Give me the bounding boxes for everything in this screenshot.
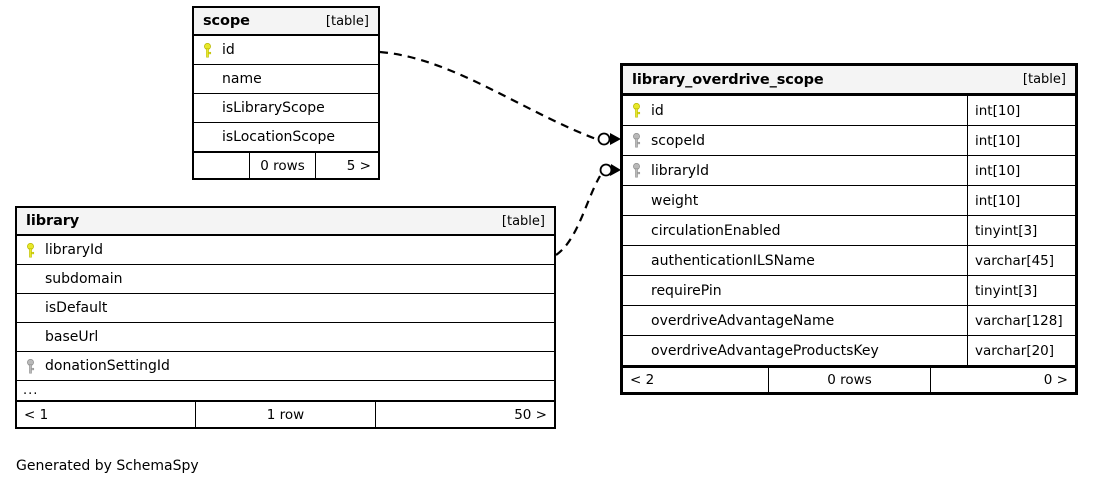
- table-row[interactable]: scopeId int[10]: [623, 126, 1075, 156]
- column-name: isDefault: [45, 300, 108, 316]
- table-library-overdrive-scope-tag: [table]: [1022, 72, 1066, 87]
- column-type: varchar[20]: [967, 336, 1075, 365]
- table-row[interactable]: weight int[10]: [623, 186, 1075, 216]
- column-name: scopeId: [651, 132, 706, 149]
- column-name: libraryId: [45, 242, 104, 258]
- table-scope-title: scope: [203, 13, 250, 29]
- table-scope-footer: 0 rows 5 >: [194, 152, 378, 178]
- table-row[interactable]: donationSettingId: [17, 352, 554, 381]
- prev-page-button[interactable]: [194, 153, 250, 178]
- table-library-overdrive-scope[interactable]: library_overdrive_scope [table] id int[1…: [620, 63, 1078, 395]
- grey-key-icon: [25, 358, 45, 374]
- table-row[interactable]: authenticationILSName varchar[45]: [623, 246, 1075, 276]
- column-type: int[10]: [967, 126, 1075, 155]
- yellow-key-icon: [25, 242, 45, 258]
- column-name: id: [651, 102, 664, 119]
- table-row[interactable]: id int[10]: [623, 96, 1075, 126]
- table-row[interactable]: baseUrl: [17, 323, 554, 352]
- next-page-button[interactable]: 0 >: [1043, 372, 1068, 388]
- table-row[interactable]: name: [194, 65, 378, 94]
- table-row[interactable]: isDefault: [17, 294, 554, 323]
- relationship-library-to-libraryid: [555, 175, 601, 256]
- table-library[interactable]: library [table] libraryId subdomain isDe…: [15, 206, 556, 429]
- column-name: weight: [651, 192, 699, 209]
- column-name: libraryId: [651, 162, 710, 179]
- table-row[interactable]: libraryId: [17, 236, 554, 265]
- table-library-overdrive-scope-header: library_overdrive_scope [table]: [623, 66, 1075, 96]
- column-type: int[10]: [967, 186, 1075, 215]
- relationship-library-to-libraryid-optional-marker: [599, 163, 613, 177]
- column-name: authenticationILSName: [651, 252, 815, 269]
- table-row[interactable]: circulationEnabled tinyint[3]: [623, 216, 1075, 246]
- column-type: varchar[45]: [967, 246, 1075, 275]
- table-row[interactable]: isLocationScope: [194, 123, 378, 152]
- table-row[interactable]: overdriveAdvantageName varchar[128]: [623, 306, 1075, 336]
- column-name: requirePin: [651, 282, 722, 299]
- column-type: tinyint[3]: [967, 216, 1075, 245]
- column-type: int[10]: [967, 96, 1075, 125]
- table-scope-tag: [table]: [325, 13, 369, 29]
- table-scope-header: scope [table]: [194, 8, 378, 36]
- row-count: 1 row: [196, 402, 376, 427]
- next-page-button[interactable]: 50 >: [514, 406, 547, 423]
- yellow-key-icon: [631, 103, 651, 118]
- table-library-tag: [table]: [501, 213, 545, 229]
- column-name: id: [222, 42, 235, 58]
- row-count: 0 rows: [769, 368, 931, 392]
- more-columns-indicator: ...: [17, 381, 554, 401]
- prev-page-button[interactable]: < 1: [17, 402, 197, 427]
- generated-by-caption: Generated by SchemaSpy: [16, 458, 199, 474]
- table-library-title: library: [26, 213, 80, 229]
- column-name: overdriveAdvantageName: [651, 312, 835, 329]
- table-row[interactable]: id: [194, 36, 378, 65]
- column-type: tinyint[3]: [967, 276, 1075, 305]
- relationship-scope-to-scopeid: [379, 50, 597, 141]
- column-name: subdomain: [45, 271, 123, 287]
- column-name: baseUrl: [45, 329, 99, 345]
- row-count: 0 rows: [250, 153, 316, 178]
- table-row[interactable]: subdomain: [17, 265, 554, 294]
- yellow-key-icon: [202, 42, 222, 58]
- grey-key-icon: [631, 163, 651, 178]
- column-name: isLibraryScope: [222, 100, 325, 116]
- column-name: overdriveAdvantageProductsKey: [651, 342, 879, 359]
- table-row[interactable]: requirePin tinyint[3]: [623, 276, 1075, 306]
- table-library-overdrive-scope-title: library_overdrive_scope: [632, 71, 824, 88]
- table-library-footer: < 1 1 row 50 >: [17, 401, 554, 427]
- table-library-overdrive-scope-footer: < 2 0 rows 0 >: [623, 366, 1075, 392]
- column-name: donationSettingId: [45, 358, 170, 374]
- table-row[interactable]: overdriveAdvantageProductsKey varchar[20…: [623, 336, 1075, 366]
- column-type: int[10]: [967, 156, 1075, 185]
- next-page-button[interactable]: 5 >: [346, 157, 371, 174]
- table-library-header: library [table]: [17, 208, 554, 236]
- relationship-scope-to-scopeid-optional-marker: [597, 132, 611, 146]
- column-type: varchar[128]: [967, 306, 1075, 335]
- grey-key-icon: [631, 133, 651, 148]
- prev-page-button[interactable]: < 2: [623, 368, 769, 392]
- table-scope[interactable]: scope [table] id name isLibraryScope: [192, 6, 380, 180]
- column-name: name: [222, 71, 262, 87]
- column-name: isLocationScope: [222, 129, 336, 145]
- table-row[interactable]: isLibraryScope: [194, 94, 378, 123]
- column-name: circulationEnabled: [651, 222, 781, 239]
- table-row[interactable]: libraryId int[10]: [623, 156, 1075, 186]
